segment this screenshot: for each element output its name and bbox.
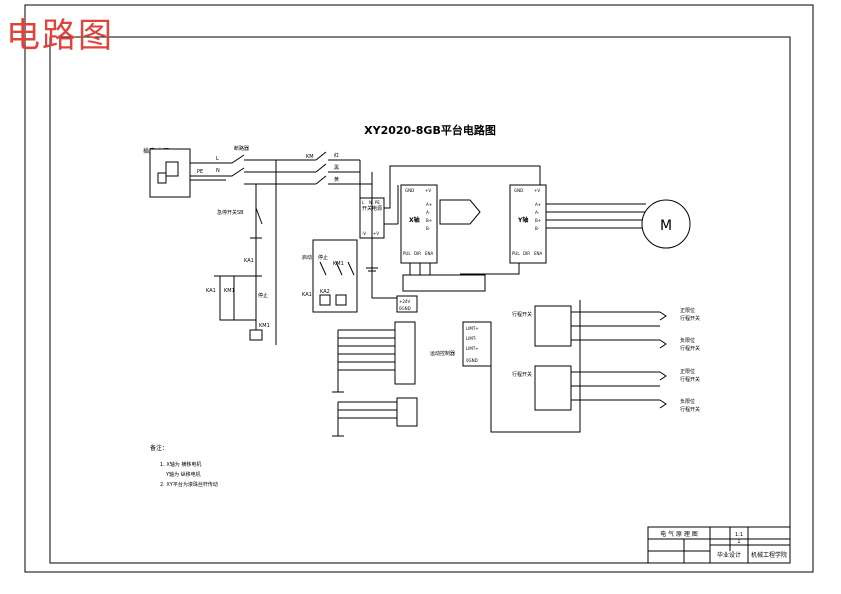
io-pin-limt-plus-2: LIMT+ bbox=[466, 346, 479, 351]
drawing-frame-outer bbox=[24, 4, 814, 573]
contactor-label: KM bbox=[306, 154, 314, 160]
watermark-text: 电路图 bbox=[6, 16, 114, 56]
stop-label: 停止 bbox=[258, 292, 268, 299]
notes-title: 备注： bbox=[150, 444, 168, 452]
y-driver-pin-ena: ENA bbox=[534, 251, 543, 256]
x-driver-pin-b-minus: B- bbox=[426, 226, 431, 231]
x-driver-pin-pul: PUL bbox=[403, 251, 411, 256]
y-driver-pin-a-plus: A+ bbox=[535, 202, 541, 207]
controller-pin-gnd: 0GND bbox=[399, 306, 411, 311]
title-block-scale: 1:1 bbox=[735, 532, 743, 538]
limit-label-negative-y: 负限位 bbox=[680, 398, 695, 405]
phase-label-black: 黑 bbox=[334, 165, 339, 171]
y-driver-pin-dir: DIR bbox=[523, 251, 530, 256]
plug-pin-pe: PE bbox=[197, 169, 203, 175]
power-plug: 插座/电源 PE L N bbox=[143, 147, 220, 198]
motor-symbol: M bbox=[660, 218, 672, 234]
psu-pin-minus-v: -V bbox=[362, 231, 366, 236]
limit-switch-blocks: 行程开关 行程开关 正限位 行程开关 负限位 行程开关 正限位 行程开关 负限位… bbox=[512, 305, 700, 413]
x-driver-label: X轴 bbox=[409, 216, 420, 224]
title-block-sheet: 1 bbox=[737, 539, 740, 545]
relay-label-ka: KA1 bbox=[244, 258, 254, 264]
y-driver-pin-a-minus: A- bbox=[535, 210, 540, 215]
limit-label-negative-x: 负限位 bbox=[680, 337, 695, 344]
relay-contact-km1: KM1 bbox=[333, 261, 344, 267]
emergency-stop-label: 急停开关SB bbox=[217, 209, 244, 216]
y-driver-pin-b-minus: B- bbox=[535, 226, 540, 231]
plug-pin-l: L bbox=[216, 156, 219, 162]
y-driver-pin-b-plus: B+ bbox=[535, 218, 541, 223]
io-pin-0gnd: 0GND bbox=[466, 358, 478, 363]
x-driver-pin-a-minus: A- bbox=[426, 210, 431, 215]
y-driver-pin-gnd: GND bbox=[514, 188, 523, 193]
note-line-2: Y轴为 纵移电机 bbox=[165, 471, 201, 478]
drawing-frame-inner bbox=[49, 36, 791, 564]
notes: 备注： 1. X轴为 横移电机 Y轴为 纵移电机 2. XY平台为滚珠丝杆传动 bbox=[150, 444, 218, 488]
title-block-name: 电 气 原 理 图 bbox=[660, 530, 698, 538]
breaker-label: 断路器 bbox=[234, 145, 249, 152]
motion-controller: +24V 0GND 运动控制器 LIMT+ LIMT- LIMT+ 0GND bbox=[332, 184, 581, 437]
relay-label-ka1: KA1 bbox=[206, 288, 216, 294]
x-axis-driver: GND +V X轴 A+ A- B+ B- PUL DIR ENA bbox=[400, 184, 481, 264]
phase-label-red: 红 bbox=[334, 152, 339, 159]
y-driver-label: Y轴 bbox=[517, 216, 528, 224]
start-label: 启动 bbox=[302, 254, 312, 261]
title-block-design: 毕业设计 bbox=[717, 551, 741, 559]
plug-pin-n: N bbox=[216, 168, 220, 174]
phase-label-yellow: 黄 bbox=[334, 176, 339, 183]
y-driver-pin-pul: PUL bbox=[512, 251, 520, 256]
relay-coil-ka2: KA2 bbox=[320, 289, 330, 295]
psu-pin-pe: PE bbox=[375, 200, 380, 205]
mains-wiring: 断路器 KM 红 黑 黄 bbox=[190, 145, 373, 345]
limit-label-positive-y: 正限位 bbox=[680, 368, 695, 375]
x-driver-pin-ena: ENA bbox=[425, 251, 434, 256]
x-driver-pin-dir: DIR bbox=[414, 251, 421, 256]
stepper-motor: M bbox=[546, 199, 691, 249]
io-pin-limt-plus: LIMT+ bbox=[466, 326, 479, 331]
relay-coil-ka1: KA1 bbox=[302, 292, 312, 298]
controller-pin-24v: +24V bbox=[399, 299, 410, 304]
x-driver-pin-a-plus: A+ bbox=[426, 202, 432, 207]
title-block-school: 机械工程学院 bbox=[751, 551, 787, 559]
coil-label-km1: KM1 bbox=[259, 323, 270, 329]
io-pin-limt-minus: LIMT- bbox=[466, 336, 477, 341]
switch-label-positive-x: 行程开关 bbox=[680, 315, 700, 322]
switch-label-negative-y: 行程开关 bbox=[680, 406, 700, 413]
switch-label-negative-x: 行程开关 bbox=[680, 345, 700, 352]
x-driver-pin-gnd: GND bbox=[405, 188, 414, 193]
limit-block-label-2: 行程开关 bbox=[512, 371, 532, 378]
x-driver-pin-b-plus: B+ bbox=[426, 218, 432, 223]
switch-label-positive-y: 行程开关 bbox=[680, 376, 700, 383]
relay-label-km1: KM1 bbox=[224, 288, 235, 294]
title-block: 电 气 原 理 图 毕业设计 机械工程学院 1:1 1 bbox=[647, 526, 791, 564]
psu-pin-plus-v: +V bbox=[373, 231, 379, 236]
diagram-title: XY2020-8GB平台电路图 bbox=[364, 123, 496, 137]
control-circuit: 急停开关SB KA1 KA1 KM1 停止 KM1 启动 停止 KA1 KA2 … bbox=[206, 207, 358, 341]
x-driver-pin-v: +V bbox=[425, 188, 431, 193]
psu-pin-n: N bbox=[369, 200, 372, 205]
controller-label: 运动控制器 bbox=[430, 350, 455, 357]
y-axis-driver: GND +V Y轴 A+ A- B+ B- PUL DIR ENA bbox=[509, 184, 547, 264]
limit-block-label-1: 行程开关 bbox=[512, 311, 532, 318]
y-driver-pin-v: +V bbox=[534, 188, 540, 193]
stop-button-label: 停止 bbox=[318, 254, 328, 261]
note-line-3: 2. XY平台为滚珠丝杆传动 bbox=[160, 481, 218, 488]
note-line-1: 1. X轴为 横移电机 bbox=[160, 461, 201, 468]
limit-label-positive-x: 正限位 bbox=[680, 307, 695, 314]
psu-pin-l: L bbox=[362, 200, 365, 205]
